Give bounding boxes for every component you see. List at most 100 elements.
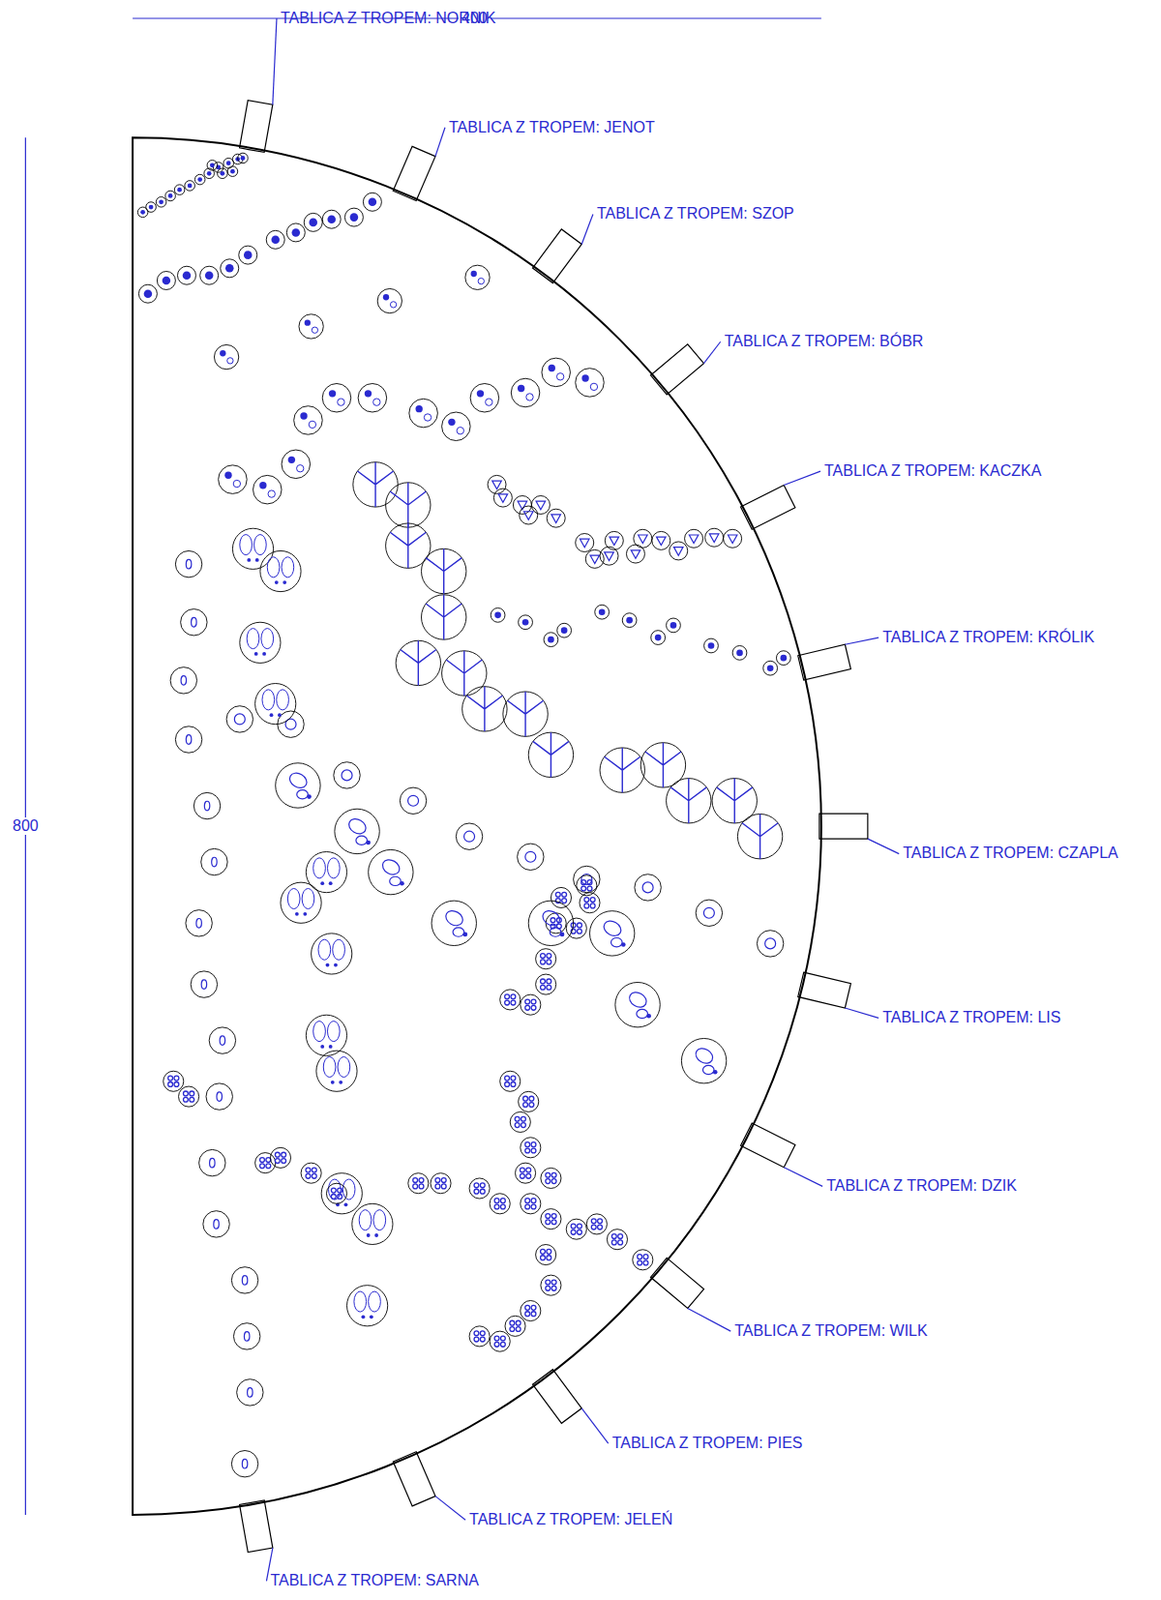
board-label: TABLICA Z TROPEM: BÓBR: [724, 332, 924, 351]
footprint: [347, 1285, 388, 1327]
footprint: [165, 190, 177, 202]
footprint: [518, 1091, 539, 1112]
footprint: [321, 1173, 362, 1215]
footprint: [575, 368, 605, 398]
footprint: [177, 266, 196, 285]
footprint: [540, 1167, 562, 1189]
dimension-lines: [25, 18, 822, 1516]
footprint: [493, 488, 512, 507]
footprint: [634, 874, 661, 901]
footprint: [399, 787, 426, 814]
footprint: [386, 482, 431, 528]
board-label: TABLICA Z TROPEM: DZIK: [826, 1177, 1017, 1195]
footprint: [528, 900, 573, 946]
footprint: [505, 1315, 526, 1337]
footprint: [220, 259, 239, 278]
board-label: TABLICA Z TROPEM: CZAPLA: [902, 844, 1119, 863]
footprint: [535, 949, 557, 970]
footprint: [208, 1027, 236, 1054]
footprint: [353, 462, 398, 507]
footprint: [326, 1183, 347, 1204]
footprint: [238, 245, 258, 265]
leader-line: [703, 341, 720, 363]
board-label: TABLICA Z TROPEM: SARNA: [269, 1572, 478, 1590]
footprint: [540, 1275, 562, 1296]
footprint: [305, 1014, 347, 1056]
footprint: [237, 1379, 264, 1406]
leader-line: [581, 1408, 608, 1444]
footprint: [604, 531, 624, 550]
footprint: [298, 314, 324, 339]
footprint: [190, 971, 217, 998]
footprint: [146, 202, 157, 213]
footprint: [294, 406, 324, 436]
footprint: [666, 778, 712, 824]
footprint: [227, 166, 239, 178]
footprint: [545, 913, 566, 934]
footprint: [469, 1326, 490, 1347]
track-board: [798, 972, 852, 1009]
footprint: [585, 549, 604, 568]
footprint: [651, 630, 666, 646]
footprint: [421, 595, 467, 640]
footprint: [595, 604, 610, 620]
footprint: [510, 378, 540, 408]
footprint: [226, 706, 253, 733]
footprint: [669, 541, 688, 561]
track-trail: [218, 357, 605, 505]
footprint: [174, 184, 185, 196]
footprint: [180, 609, 208, 636]
leader-line: [687, 1308, 731, 1332]
track-trail: [163, 875, 654, 1352]
semicircle-area: [132, 137, 822, 1516]
footprint: [681, 1038, 726, 1083]
footprint: [528, 732, 573, 777]
footprint: [500, 989, 521, 1011]
footprint: [266, 230, 285, 249]
board-label: TABLICA Z TROPEM: LIS: [882, 1009, 1061, 1027]
footprint: [470, 383, 500, 413]
footprint: [155, 197, 167, 209]
footprint: [462, 686, 507, 732]
footprint: [193, 792, 220, 819]
footprint: [775, 651, 791, 666]
footprint: [763, 660, 778, 676]
footprint: [334, 808, 380, 854]
footprint: [543, 632, 559, 648]
footprint: [275, 763, 321, 808]
footprint: [217, 168, 229, 179]
leader-line: [867, 838, 899, 854]
footprint: [175, 726, 202, 753]
footprint: [362, 192, 382, 211]
board-label: TABLICA Z TROPEM: JENOT: [448, 119, 655, 137]
footprint: [280, 882, 322, 923]
footprint: [409, 398, 439, 428]
footprint: [163, 1071, 184, 1092]
board-label: TABLICA Z TROPEM: KRÓLIK: [882, 628, 1095, 647]
board-label: TABLICA Z TROPEM: KACZKA: [824, 462, 1042, 480]
track-trail: [170, 550, 264, 1477]
footprint: [465, 265, 490, 290]
footprint: [200, 266, 219, 285]
footprint: [590, 911, 635, 956]
footprint: [311, 933, 353, 975]
footprint: [255, 684, 297, 725]
footprint: [352, 1203, 393, 1245]
footprint: [442, 651, 487, 696]
footprint: [455, 823, 482, 850]
footprint: [520, 1137, 541, 1159]
footprint: [531, 495, 550, 514]
footprint: [732, 645, 747, 660]
footprint: [615, 982, 660, 1027]
footprint: [231, 1450, 258, 1477]
footprint: [238, 152, 249, 164]
footprint: [218, 465, 248, 495]
leader-line: [844, 1008, 879, 1018]
footprint: [178, 1086, 200, 1107]
leader-lines: [266, 18, 899, 1581]
footprint: [199, 1149, 226, 1176]
footprint: [395, 640, 441, 685]
footprint: [606, 1229, 627, 1251]
footprint: [540, 1209, 562, 1230]
footprint: [421, 548, 467, 594]
